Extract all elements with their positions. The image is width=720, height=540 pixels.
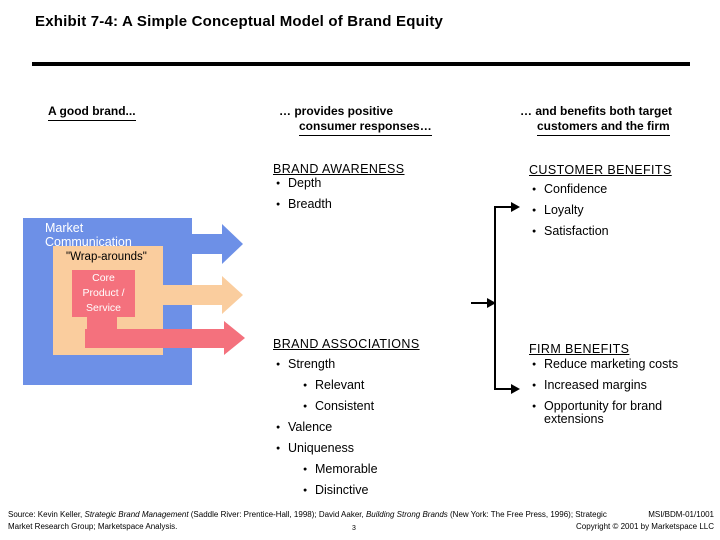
column-header-good-brand: A good brand... <box>48 104 136 121</box>
list-item-label: Opportunity for brand extensions <box>544 399 663 426</box>
list-item-label: Breadth <box>288 197 332 211</box>
tan-arrow-head <box>222 276 243 314</box>
footer-source-line2: Market Research Group; Marketspace Analy… <box>8 522 178 531</box>
list-item-label: Confidence <box>544 182 608 196</box>
list-item: ● Opportunity for brand extensions <box>532 400 684 426</box>
bullet-icon: ● <box>303 382 308 389</box>
page-number: 3 <box>352 525 356 532</box>
slide-title: Exhibit 7-4: A Simple Conceptual Model o… <box>35 13 444 30</box>
section-title-firm-benefits: FIRM BENEFITS <box>529 342 630 356</box>
bullet-icon: ● <box>303 487 308 494</box>
core-product-label-line2: Product / <box>82 287 125 299</box>
footer-source-title2: Building Strong Brands <box>365 510 448 519</box>
list-item: ● Valence <box>276 421 378 434</box>
red-arrow-head <box>224 321 245 355</box>
list-item: ● Strength <box>276 358 378 371</box>
list-item: ● Reduce marketing costs <box>532 358 684 371</box>
list-item-label: Valence <box>288 420 333 434</box>
wrap-arounds-label: "Wrap-arounds" <box>66 251 147 263</box>
list-item-label: Relevant <box>315 378 365 392</box>
brand-awareness-list: ● Depth ● Breadth <box>276 177 332 219</box>
bullet-icon: ● <box>276 424 281 431</box>
footer-doc-id: MSI/BDM-01/1001 <box>648 510 714 519</box>
bullet-icon: ● <box>532 403 537 410</box>
column-header-benefits-line2: customers and the firm <box>537 119 670 136</box>
title-divider-line <box>32 62 690 66</box>
connector-incoming-line <box>471 302 488 304</box>
list-item-label: Reduce marketing costs <box>544 357 679 371</box>
section-title-brand-awareness: BRAND AWARENESS <box>273 162 405 176</box>
list-item: ● Loyalty <box>532 204 609 217</box>
column-header-responses-line2-text: consumer responses… <box>299 119 432 136</box>
list-item-label: Increased margins <box>544 378 647 392</box>
footer-source-seg5: (New York: The Free Press, 1996); Strate… <box>447 510 607 519</box>
tan-arrow-shaft <box>108 285 222 305</box>
market-communication-label: Market Communication <box>45 221 132 249</box>
list-item: ● Depth <box>276 177 332 190</box>
section-title-brand-associations: BRAND ASSOCIATIONS <box>273 337 420 351</box>
list-item-label: Loyalty <box>544 203 584 217</box>
list-item-label: Consistent <box>315 399 375 413</box>
column-header-good-brand-text: A good brand... <box>48 104 136 121</box>
blue-arrow-shaft <box>188 234 222 254</box>
bullet-icon: ● <box>532 228 537 235</box>
footer-source-title1: Strategic Brand Management <box>84 510 189 519</box>
bullet-icon: ● <box>532 207 537 214</box>
list-item-label: Memorable <box>315 462 378 476</box>
section-title-customer-benefits: CUSTOMER BENEFITS <box>529 163 672 177</box>
list-item: ● Satisfaction <box>532 225 609 238</box>
footer-source-seg1: Source: Kevin Keller, <box>8 510 85 519</box>
connector-bottom-branch <box>494 388 512 390</box>
footer-copyright: Copyright © 2001 by Marketspace LLC <box>576 522 714 531</box>
core-product-label-line3: Service <box>85 302 121 314</box>
list-item-label: Disinctive <box>315 483 369 497</box>
list-item-label: Satisfaction <box>544 224 609 238</box>
column-header-responses-line2: consumer responses… <box>299 119 432 136</box>
connector-top-branch <box>494 206 512 208</box>
bullet-icon: ● <box>276 180 281 187</box>
bullet-icon: ● <box>276 445 281 452</box>
core-product-label-line1: Core <box>92 272 115 284</box>
bullet-icon: ● <box>532 361 537 368</box>
list-item-label: Strength <box>288 357 336 371</box>
column-header-benefits-line2-text: customers and the firm <box>537 119 670 136</box>
list-item: ● Uniqueness <box>276 442 378 455</box>
list-item: ● Memorable <box>303 463 378 476</box>
bullet-icon: ● <box>276 361 281 368</box>
bullet-icon: ● <box>532 186 537 193</box>
brand-associations-list: ● Strength ● Relevant ● Consistent ● Valence… <box>276 358 378 505</box>
list-item: ● Disinctive <box>303 484 378 497</box>
list-item-label: Depth <box>288 176 322 190</box>
connector-incoming-arrowhead-icon <box>487 298 496 308</box>
bullet-icon: ● <box>276 201 281 208</box>
column-header-benefits-line1: … and benefits both target <box>520 104 673 118</box>
connector-bottom-arrowhead-icon <box>511 384 520 394</box>
list-item: ● Breadth <box>276 198 332 211</box>
list-item: ● Consistent <box>303 400 378 413</box>
firm-benefits-list: ● Reduce marketing costs ● Increased margi… <box>532 358 684 434</box>
bullet-icon: ● <box>303 466 308 473</box>
list-item: ● Relevant <box>303 379 378 392</box>
list-item: ● Confidence <box>532 183 609 196</box>
red-arrow-shaft <box>85 329 224 348</box>
bullet-icon: ● <box>303 403 308 410</box>
list-item-label: Uniqueness <box>288 441 355 455</box>
list-item: ● Increased margins <box>532 379 684 392</box>
connector-top-arrowhead-icon <box>511 202 520 212</box>
column-header-responses-line1: … provides positive <box>279 104 394 118</box>
bullet-icon: ● <box>532 382 537 389</box>
footer-source-seg3: (Saddle River: Prentice-Hall, 1998); Dav… <box>188 510 366 519</box>
blue-arrow-head <box>222 224 243 264</box>
footer-source-line1: Source: Kevin Keller, Strategic Brand Ma… <box>8 510 607 520</box>
customer-benefits-list: ● Confidence ● Loyalty ● Satisfaction <box>532 183 609 246</box>
core-product-box: Core Product / Service <box>72 270 135 317</box>
